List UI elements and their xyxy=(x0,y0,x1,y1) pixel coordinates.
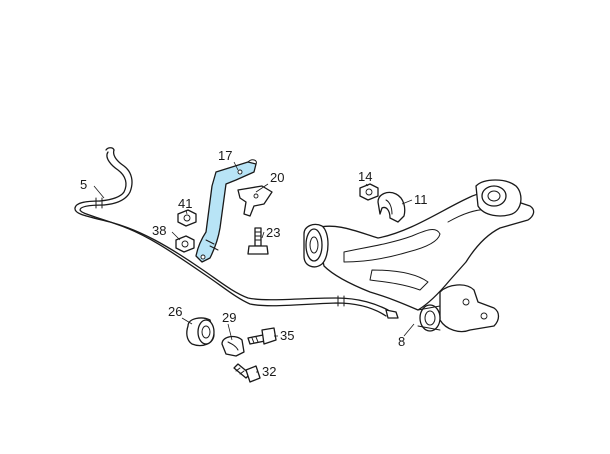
label-23: 23 xyxy=(266,225,280,240)
bracket-plate[interactable] xyxy=(237,185,273,217)
label-14: 14 xyxy=(358,169,372,184)
control-arm[interactable] xyxy=(303,179,535,333)
label-38: 38 xyxy=(152,223,166,238)
leader-lines xyxy=(93,161,415,373)
nut-14[interactable] xyxy=(359,183,379,201)
label-32: 32 xyxy=(262,364,276,379)
label-17: 17 xyxy=(218,148,232,163)
callout-labels: 5 8 11 14 17 20 23 26 29 32 35 38 41 xyxy=(80,148,428,379)
label-29: 29 xyxy=(222,310,236,325)
label-5: 5 xyxy=(80,177,87,192)
rubber-bushing[interactable] xyxy=(186,317,215,347)
bolt-35[interactable] xyxy=(247,327,277,345)
label-26: 26 xyxy=(168,304,182,319)
bolt-32[interactable] xyxy=(233,363,261,383)
nut-41[interactable] xyxy=(177,209,197,227)
nut-38[interactable] xyxy=(175,235,195,253)
label-35: 35 xyxy=(280,328,294,343)
label-20: 20 xyxy=(270,170,284,185)
clamp-29[interactable] xyxy=(221,335,245,357)
bolt-23[interactable] xyxy=(247,227,269,255)
label-11: 11 xyxy=(414,192,428,207)
label-8: 8 xyxy=(398,334,405,349)
stabilizer-bar[interactable] xyxy=(74,147,399,319)
label-41: 41 xyxy=(178,196,192,211)
bushing-clamp[interactable] xyxy=(377,191,406,223)
bracket-highlighted[interactable] xyxy=(195,159,257,263)
